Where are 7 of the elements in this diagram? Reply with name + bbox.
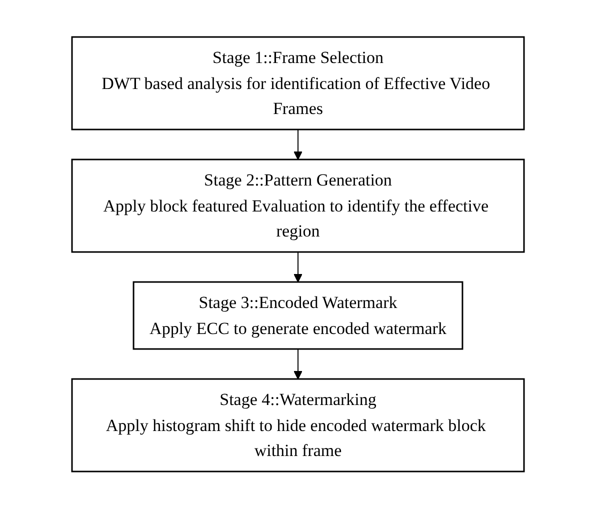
node-box: Stage 4::Watermarking Apply histogram shift to hide encoded watermark block within frame [70,378,524,472]
arrow [293,129,302,160]
node-box: Stage 1::Frame Selection DWT based analysis for identification of Effective Video Frames [70,36,524,130]
arrow [293,252,302,283]
node-box: Stage 3::Encoded Watermark Apply ECC to generate encoded watermark [132,282,463,350]
arrow [293,348,302,380]
node-box: Stage 2::Pattern Generation Apply block featured Evaluation to identify the effective region [70,159,524,253]
